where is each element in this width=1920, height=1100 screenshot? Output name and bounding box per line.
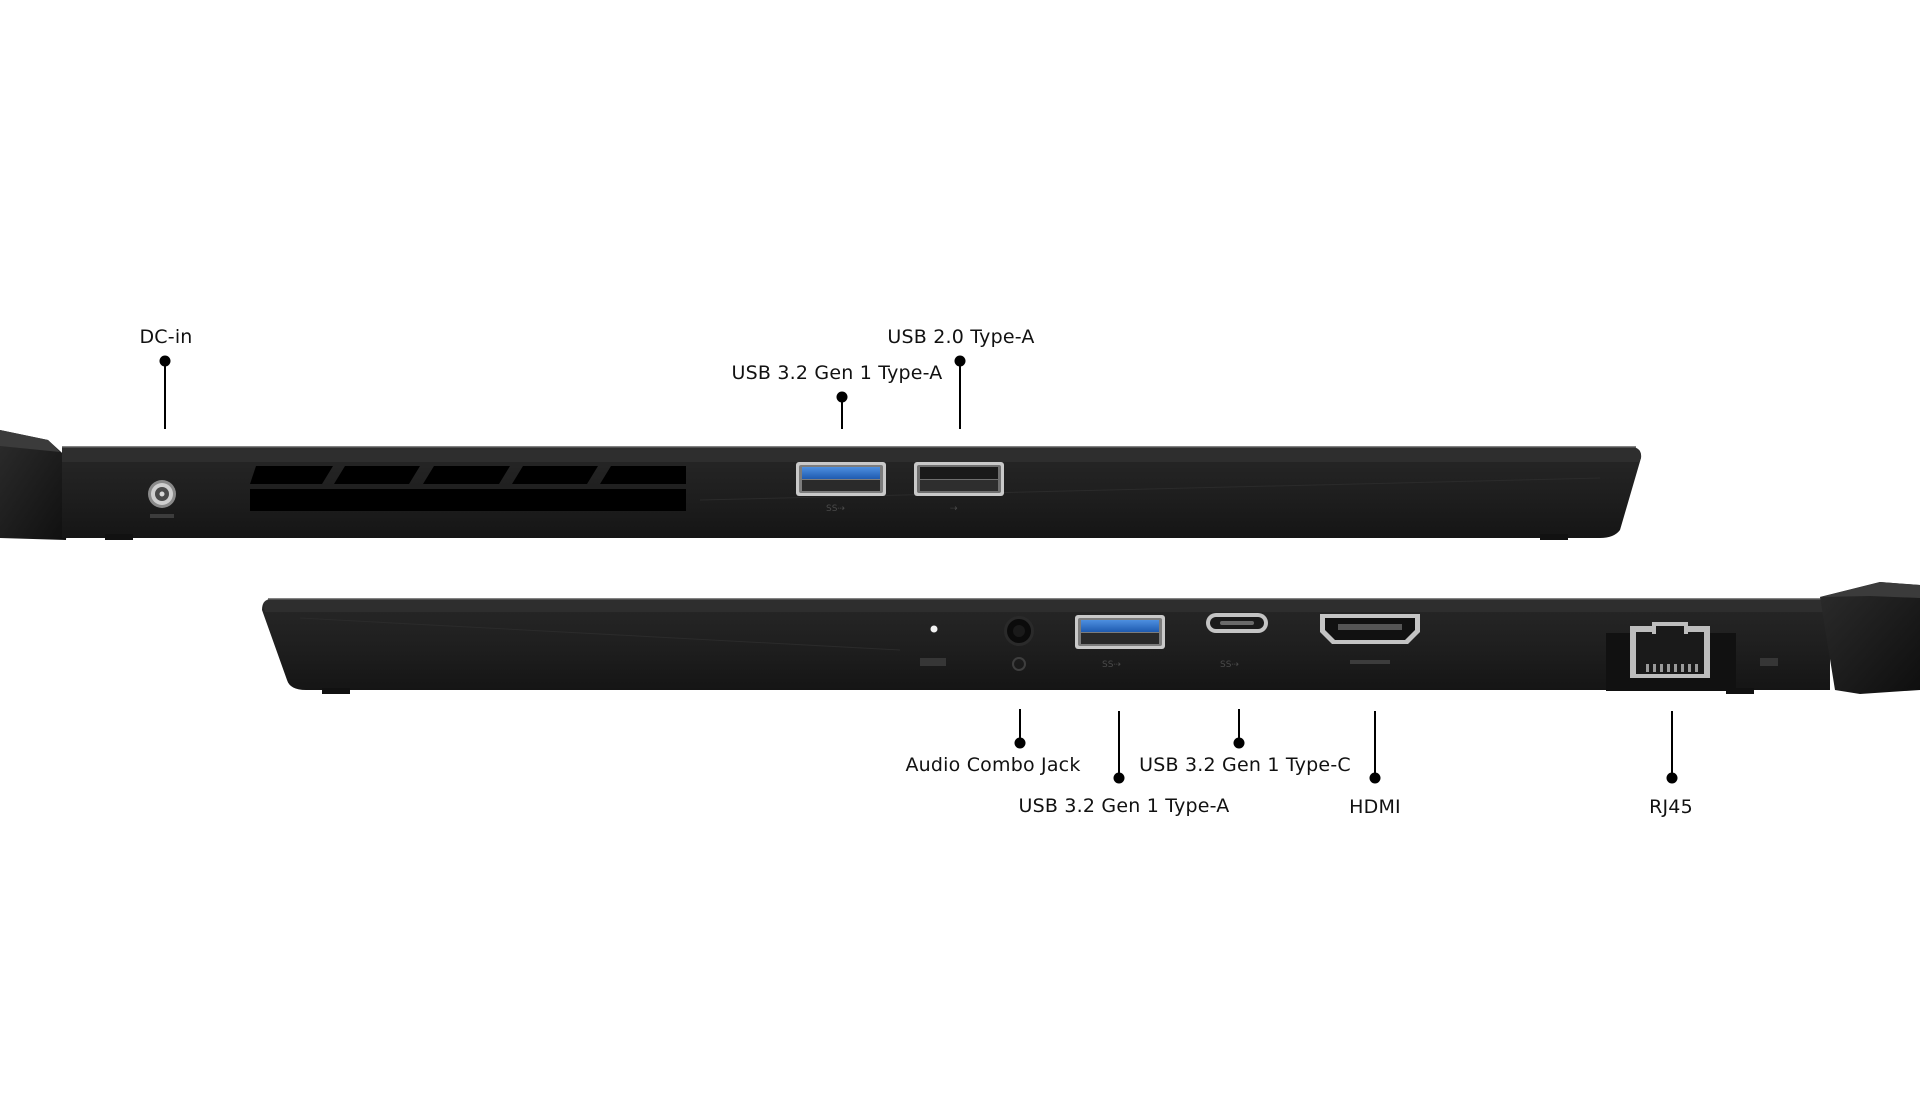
usb3-port-left: SS⇢ — [796, 462, 886, 514]
usb2-port-left: ⇢ — [914, 462, 1004, 514]
audio-combo-dot — [1014, 737, 1026, 749]
left-side-view: SS⇢ ⇢ — [0, 430, 1642, 540]
dc-in-port — [148, 480, 176, 518]
usb32-left-label: USB 3.2 Gen 1 Type-A — [731, 362, 943, 384]
usb20-left-leader — [959, 361, 961, 429]
usb20-left-label: USB 2.0 Type-A — [887, 326, 1035, 348]
usbc-port-right: SS⇢ — [1206, 613, 1268, 670]
hdmi-label: HDMI — [1349, 796, 1401, 818]
hdmi-leader — [1374, 711, 1376, 778]
dc-in-dot — [159, 355, 171, 367]
usb32c-right-label: USB 3.2 Gen 1 Type-C — [1139, 754, 1351, 776]
svg-text:SS⇢: SS⇢ — [1220, 660, 1239, 670]
vent-grille — [250, 466, 686, 511]
left-hinge — [0, 430, 72, 540]
usb32c-right-leader — [1238, 709, 1240, 743]
right-hinge — [1820, 582, 1920, 694]
audio-combo-leader — [1019, 709, 1021, 743]
hdmi-port — [1320, 614, 1420, 664]
usb32a-right-dot — [1113, 772, 1125, 784]
lock-slot-icon — [1760, 658, 1778, 666]
dc-in-label: DC-in — [139, 326, 193, 348]
usb32-left-leader — [841, 397, 843, 429]
usb32-left-dot — [836, 391, 848, 403]
usb32a-right-leader — [1118, 711, 1120, 778]
rj45-leader — [1671, 711, 1673, 778]
svg-text:⇢: ⇢ — [950, 504, 958, 514]
status-led — [930, 625, 938, 633]
usb20-left-dot — [954, 355, 966, 367]
svg-text:SS⇢: SS⇢ — [1102, 660, 1121, 670]
rj45-dot — [1666, 772, 1678, 784]
audio-combo-label: Audio Combo Jack — [905, 754, 1081, 776]
rj45-port — [1606, 622, 1736, 691]
right-chassis — [262, 599, 1830, 690]
svg-text:SS⇢: SS⇢ — [826, 504, 845, 514]
dc-in-leader — [164, 361, 166, 429]
audio-jack-port — [1004, 616, 1034, 671]
usb32c-right-dot — [1233, 737, 1245, 749]
rj45-label: RJ45 — [1649, 796, 1693, 818]
usb3-port-right: SS⇢ — [1075, 615, 1165, 670]
hdmi-dot — [1369, 772, 1381, 784]
usb32a-right-label: USB 3.2 Gen 1 Type-A — [1018, 795, 1230, 817]
right-side-view: SS⇢ SS⇢ — [262, 582, 1920, 694]
